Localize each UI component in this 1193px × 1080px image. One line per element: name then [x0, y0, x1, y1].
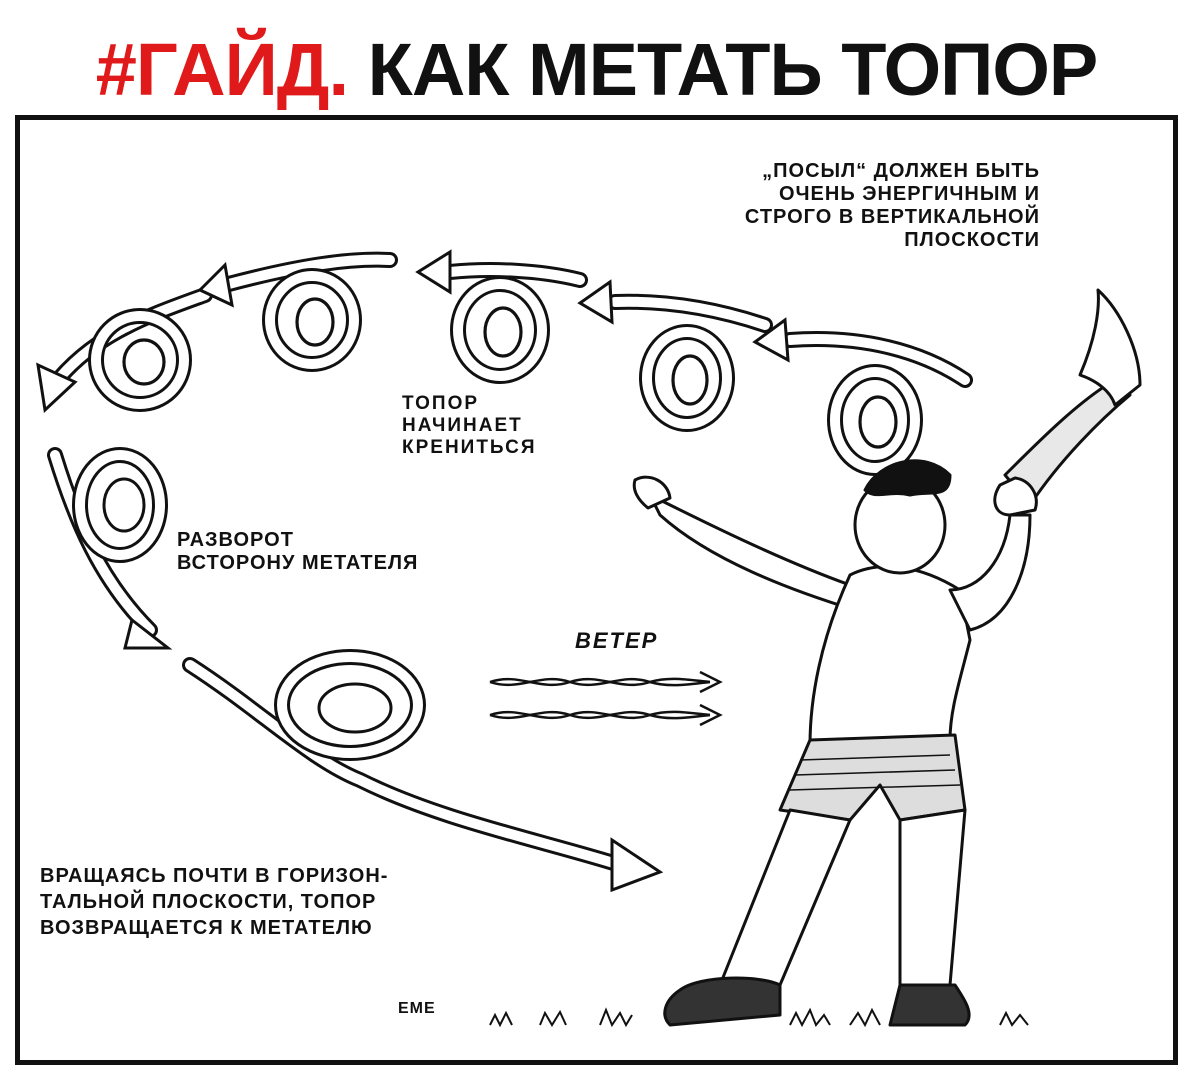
wind-arrows-icon [489, 670, 723, 727]
page-title: #ГАЙД. КАК МЕТАТЬ ТОПОР [0, 30, 1193, 110]
caption-line: СТРОГО В ВЕРТИКАЛЬНОЙ [744, 206, 1040, 228]
caption-turn: РАЗВОРОТ ВСТОРОНУ МЕТАТЕЛЯ [177, 529, 418, 575]
caption-line: „ПОСЫЛ“ ДОЛЖЕН БЫТЬ [762, 160, 1040, 182]
caption-line: ПЛОСКОСТИ [904, 229, 1040, 251]
person-throwing-icon [632, 459, 1032, 1027]
grass-strokes [489, 1007, 1029, 1028]
caption-line: ОЧЕНЬ ЭНЕРГИЧНЫМ И [778, 183, 1040, 205]
caption-line: ТАЛЬНОЙ ПЛОСКОСТИ, ТОПОР [40, 891, 377, 913]
trajectory-turn [47, 447, 173, 650]
caption-line: РАЗВОРОТ [177, 529, 294, 551]
artist-signature: ЕМЕ [398, 1000, 436, 1017]
loop-arrow-icon [607, 293, 773, 432]
title-text: КАК МЕТАТЬ ТОПОР [348, 28, 1099, 111]
title-hashtag: #ГАЙД [95, 28, 330, 111]
illustration-drawing [36, 249, 1142, 1028]
axe-icon [993, 288, 1142, 517]
caption-line: ВСТОРОНУ МЕТАТЕЛЯ [177, 552, 419, 574]
caption-line: ВРАЩАЯСЬ ПОЧТИ В ГОРИЗОН- [40, 865, 389, 887]
caption-throw-instruction: „ПОСЫЛ“ ДОЛЖЕН БЫТЬ ОЧЕНЬ ЭНЕРГИЧНЫМ И С… [670, 160, 1040, 252]
caption-return: ВРАЩАЯСЬ ПОЧТИ В ГОРИЗОН- ТАЛЬНОЙ ПЛОСКО… [40, 863, 388, 941]
loop-arrow-icon [42, 287, 213, 412]
caption-line: ВОЗВРАЩАЕТСЯ К МЕТАТЕЛЮ [40, 917, 373, 939]
loop-arrow-icon [442, 262, 588, 384]
loop-arrow-icon [217, 251, 398, 372]
caption-axe-tilts: ТОПОР НАЧИНАЕТ КРЕНИТЬСЯ [402, 393, 537, 459]
caption-line: НАЧИНАЕТ [402, 414, 523, 436]
illustration-panel: „ПОСЫЛ“ ДОЛЖЕН БЫТЬ ОЧЕНЬ ЭНЕРГИЧНЫМ И С… [15, 115, 1178, 1065]
loop-arrow-icon [782, 331, 973, 476]
caption-line: КРЕНИТЬСЯ [402, 436, 537, 458]
caption-wind: ВЕТЕР [575, 628, 659, 653]
trajectory-bottom [182, 649, 664, 893]
trajectory-arrowheads [36, 249, 790, 414]
trajectory-top [42, 251, 973, 476]
title-dot: . [328, 28, 350, 111]
caption-line: ТОПОР [402, 393, 480, 414]
